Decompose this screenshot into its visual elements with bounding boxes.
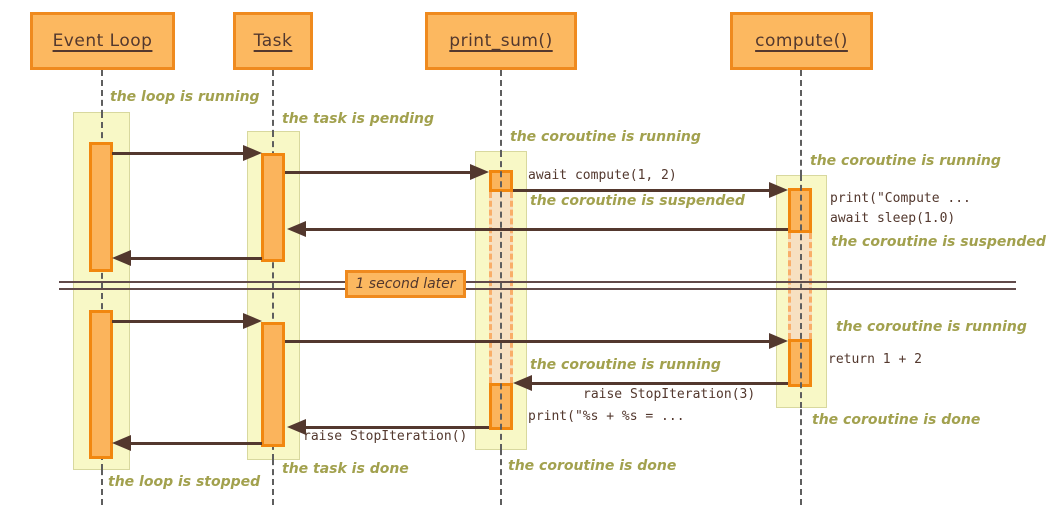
lifeline-compute-overlay [800,175,802,408]
annotation-loop-stopped: the loop is stopped [108,474,261,490]
lifeline-print-sum-overlay [500,151,502,450]
divider-label-box: 1 second later [345,270,466,298]
arrow-task-to-printsum [285,164,489,180]
actor-compute: compute() [730,12,873,70]
arrow-printsum-to-compute [513,182,788,198]
arrow-shaft [285,171,477,174]
arrowhead-icon [112,435,131,451]
annotation-compute-suspended: the coroutine is suspended [831,234,1046,250]
arrowhead-icon [243,145,262,161]
activation-task-1 [261,153,285,262]
divider-line-bottom [59,288,1016,290]
annotation-compute-done: the coroutine is done [812,412,981,428]
arrowhead-icon [287,419,306,435]
arrowhead-icon [470,164,489,180]
actor-event-loop-label: Event Loop [52,31,153,51]
arrowhead-icon [287,221,306,237]
annotation-printsum-running-2: the coroutine is running [530,357,721,373]
arrow-shaft [299,228,788,231]
activation-task-2 [261,322,285,447]
arrowhead-icon [769,182,788,198]
arrow-shaft [285,340,776,343]
arrow-shaft [513,189,776,192]
arrow-compute-to-printsum [513,375,788,391]
arrow-shaft [124,257,262,260]
arrow-shaft [112,152,250,155]
arrowhead-icon [112,250,131,266]
message-print-sum-result: print("%s + %s = ... [528,409,685,424]
lifeline-task-overlay [272,131,274,460]
arrow-eventloop-to-task-2 [112,313,262,329]
annotation-printsum-done: the coroutine is done [508,458,677,474]
message-raise-stopiteration: raise StopIteration() [303,429,468,444]
actor-task: Task [233,12,313,70]
arrowhead-icon [243,313,262,329]
message-raise-stopiteration-3: raise StopIteration(3) [583,387,756,402]
divider-line-top [59,281,1016,283]
annotation-printsum-suspended: the coroutine is suspended [530,193,745,209]
message-print-compute: print("Compute ... [830,191,971,206]
actor-task-label: Task [253,31,293,51]
arrow-task-to-eventloop-1 [112,250,262,266]
arrow-task-to-eventloop-2 [112,435,262,451]
annotation-task-pending: the task is pending [282,111,434,127]
message-return: return 1 + 2 [828,352,922,367]
arrowhead-icon [769,333,788,349]
arrow-task-to-compute [285,333,788,349]
arrow-printsum-to-task [287,419,489,435]
arrow-shaft [525,382,788,385]
annotation-compute-running-2: the coroutine is running [836,319,1027,335]
arrowhead-icon [513,375,532,391]
lifeline-event-loop-overlay [101,112,103,470]
arrow-shaft [299,426,489,429]
annotation-printsum-running-1: the coroutine is running [510,129,701,145]
activation-event-loop-1 [89,142,113,272]
actor-compute-label: compute() [755,31,848,51]
actor-print-sum-label: print_sum() [449,31,553,51]
actor-event-loop: Event Loop [30,12,175,70]
divider-label: 1 second later [355,276,456,292]
annotation-compute-running-1: the coroutine is running [810,153,1001,169]
activation-event-loop-2 [89,310,113,459]
annotation-loop-running: the loop is running [110,89,260,105]
arrow-shaft [124,442,262,445]
arrow-compute-to-task [287,221,788,237]
arrow-eventloop-to-task-1 [112,145,262,161]
arrow-shaft [112,320,250,323]
actor-print-sum: print_sum() [425,12,577,70]
message-await-compute: await compute(1, 2) [528,168,677,183]
annotation-task-done: the task is done [282,461,409,477]
message-await-sleep: await sleep(1.0) [830,211,956,226]
